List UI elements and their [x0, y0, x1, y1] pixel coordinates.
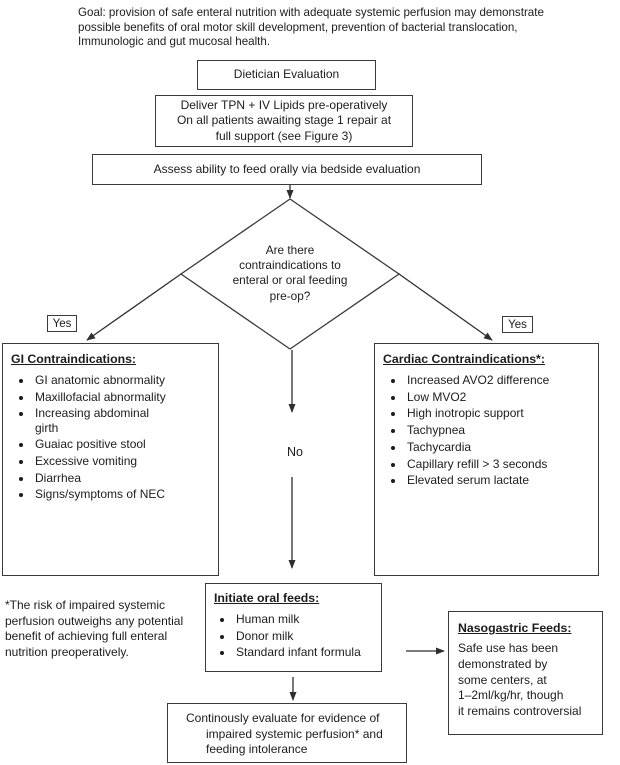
- no-label: No: [287, 445, 303, 459]
- list-item: Excessive vomiting: [33, 454, 213, 468]
- list-item: Tachycardia: [405, 440, 594, 454]
- tpn-lipids-box: Deliver TPN + IV Lipids pre-operatively …: [155, 95, 413, 147]
- list-item: Standard infant formula: [234, 645, 378, 659]
- list-item: Human milk: [234, 612, 378, 626]
- list-item: Elevated serum lactate: [405, 473, 594, 487]
- yes-label-right: Yes: [502, 316, 533, 333]
- nasogastric-feeds-title: Nasogastric Feeds:: [458, 621, 572, 635]
- arrow-decision-to-cardiac: [398, 273, 493, 341]
- list-item: Donor milk: [234, 629, 378, 643]
- nasogastric-feeds-box: Nasogastric Feeds: Safe use has been dem…: [448, 611, 603, 735]
- gi-contraindications-title: GI Contraindications:: [11, 352, 137, 366]
- initiate-oral-feeds-box: Initiate oral feeds: Human milkDonor mil…: [205, 583, 382, 672]
- yes-label-left: Yes: [47, 315, 77, 332]
- list-item: Signs/symptoms of NEC: [33, 487, 213, 501]
- assess-feeding-box: Assess ability to feed orally via bedsid…: [92, 154, 482, 185]
- nasogastric-feeds-text: Safe use has been demonstrated by some c…: [458, 641, 582, 719]
- cardiac-contraindications-list: Increased AVO2 differenceLow MVO2High in…: [383, 373, 594, 487]
- continuous-evaluation-box: Continously evaluate for evidence of imp…: [167, 703, 407, 763]
- list-item: GI anatomic abnormality: [33, 373, 213, 387]
- goal-text: Goal: provision of safe enteral nutritio…: [78, 6, 544, 48]
- decision-diamond-text: Are there contraindications to enteral o…: [232, 243, 348, 303]
- decision-diamond-shape: [179, 198, 401, 350]
- list-item: Maxillofacial abnormality: [33, 390, 213, 404]
- dietician-evaluation-box: Dietician Evaluation: [197, 60, 376, 90]
- list-item: Low MVO2: [405, 390, 594, 404]
- list-item: Tachypnea: [405, 423, 594, 437]
- list-item: High inotropic support: [405, 406, 594, 420]
- list-item: Guaiac positive stool: [33, 437, 213, 451]
- initiate-oral-feeds-list: Human milkDonor milkStandard infant form…: [214, 612, 378, 660]
- cardiac-contraindications-box: Cardiac Contraindications*: Increased AV…: [374, 343, 599, 576]
- list-item: Diarrhea: [33, 471, 213, 485]
- list-item: Increasing abdominal girth: [33, 406, 213, 434]
- perfusion-footnote: *The risk of impaired systemic perfusion…: [5, 598, 184, 659]
- list-item: Capillary refill > 3 seconds: [405, 457, 594, 471]
- initiate-oral-feeds-title: Initiate oral feeds:: [214, 591, 320, 605]
- arrow-decision-to-gi: [86, 273, 182, 341]
- cardiac-contraindications-title: Cardiac Contraindications*:: [383, 352, 545, 366]
- gi-contraindications-box: GI Contraindications: GI anatomic abnorm…: [2, 343, 219, 576]
- dietician-evaluation-label: Dietician Evaluation: [233, 67, 340, 82]
- gi-contraindications-list: GI anatomic abnormalityMaxillofacial abn…: [11, 373, 213, 502]
- list-item: Increased AVO2 difference: [405, 373, 594, 387]
